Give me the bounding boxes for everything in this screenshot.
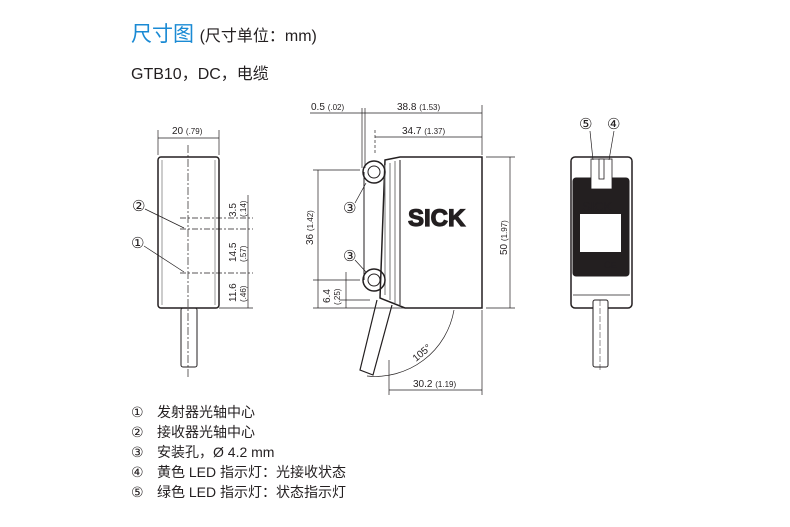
dim-38-8: 38.8 (1.53): [397, 102, 440, 113]
dim-6-4: 6.4: [322, 289, 333, 303]
legend-num: ①: [131, 404, 144, 420]
legend-num: ②: [131, 424, 144, 440]
front-sick-logo: SICK: [582, 199, 613, 214]
dim-11-6-in: (.46): [239, 285, 248, 302]
legend-text: 黄色 LED 指示灯：光接收状态: [157, 464, 347, 480]
legend-text: 接收器光轴中心: [157, 424, 255, 440]
legend-text: 绿色 LED 指示灯：状态指示灯: [157, 484, 347, 500]
title-unit-note: (尺寸单位：mm): [199, 28, 317, 45]
mounting-hole-bottom: [362, 268, 386, 292]
callout-3-bottom: ③: [343, 248, 356, 265]
sick-logo: SICK: [408, 205, 466, 232]
legend-item: ④ 黄色 LED 指示灯：光接收状态: [131, 462, 346, 482]
cable-angled: [359, 299, 393, 376]
legend-text: 安装孔，Ø 4.2 mm: [157, 444, 275, 460]
side-view: SICK 0.5 (.02) 38.8 (1.53) 34.7 (1.37) 3…: [305, 102, 515, 395]
dim-14-5: 14.5: [228, 242, 239, 262]
page-title: 尺寸图 (尺寸单位：mm): [131, 18, 317, 48]
legend-num: ③: [131, 444, 144, 460]
dim-30-2: 30.2 (1.19): [413, 379, 456, 390]
legend-item: ③ 安装孔，Ø 4.2 mm: [131, 442, 346, 462]
dim-14-5-in: (.57): [239, 245, 248, 262]
legend-num: ④: [131, 464, 144, 480]
legend-item: ② 接收器光轴中心: [131, 422, 346, 442]
legend-item: ① 发射器光轴中心: [131, 402, 346, 422]
callout-2: ②: [132, 198, 145, 215]
front-cable: [592, 299, 609, 368]
ce-mark: CE: [604, 260, 617, 270]
sensor-body-top: [157, 156, 220, 309]
callout-3-top: ③: [343, 200, 356, 217]
front-view: SICK CE ⑤ ④: [570, 116, 633, 370]
dim-3-5: 3.5: [228, 203, 239, 217]
dim-6-4-in: (.25): [333, 288, 342, 305]
dim-11-6: 11.6: [228, 283, 239, 302]
dim-width: 20 (.79): [172, 126, 203, 137]
legend: ① 发射器光轴中心 ② 接收器光轴中心 ③ 安装孔，Ø 4.2 mm ④ 黄色 LED …: [131, 402, 346, 502]
title-main: 尺寸图: [131, 23, 194, 46]
callout-4: ④: [607, 116, 620, 133]
optics-window: [580, 214, 621, 252]
mounting-hole-top: [362, 160, 386, 184]
subtitle: GTB10，DC，电缆: [131, 66, 269, 83]
dim-34-7: 34.7 (1.37): [402, 126, 445, 137]
left-view: 20 (.79) 3.5 (.14) 14.5 (.57) 11.6 (.46)…: [131, 126, 253, 377]
dim-0-5: 0.5 (.02): [311, 102, 344, 113]
cable: [180, 307, 198, 368]
legend-num: ⑤: [131, 484, 144, 500]
dim-50: 50 (1.97): [499, 220, 510, 255]
callout-5: ⑤: [579, 116, 592, 133]
dim-36: 36 (1.42): [305, 210, 316, 245]
dim-3-5-in: (.14): [239, 200, 248, 217]
callout-1: ①: [131, 235, 144, 252]
legend-item: ⑤ 绿色 LED 指示灯：状态指示灯: [131, 482, 346, 502]
legend-text: 发射器光轴中心: [157, 404, 255, 420]
